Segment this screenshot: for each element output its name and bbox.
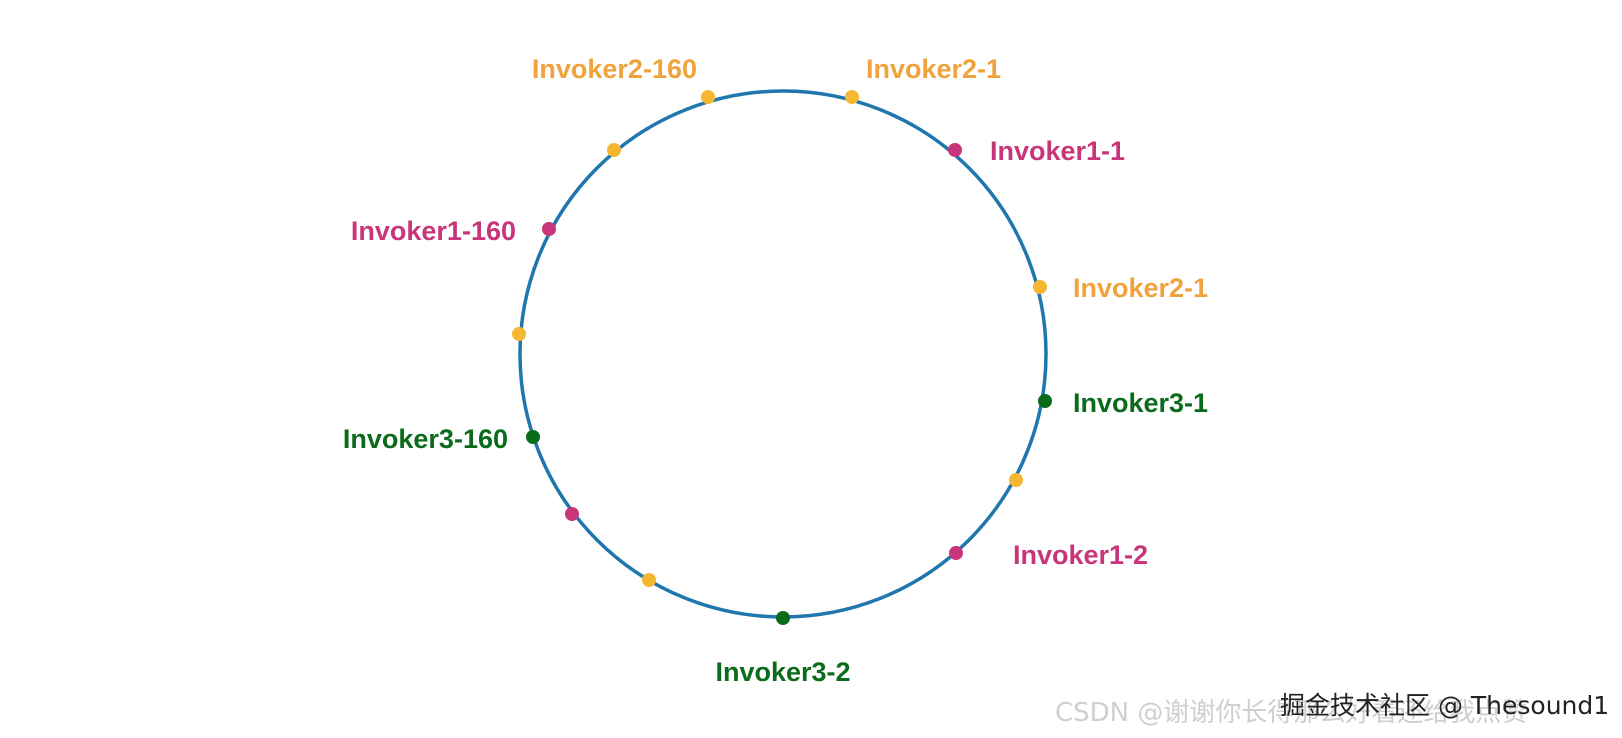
ring-node-label: Invoker1-2	[1013, 540, 1148, 570]
csdn-watermark: CSDN @谢谢你长得那么好看还给我点赞	[1055, 698, 1528, 728]
ring-node-label: Invoker1-1	[990, 136, 1125, 166]
ring-node-label: Invoker2-1	[1073, 273, 1208, 303]
ring-node-dot	[1033, 280, 1047, 294]
ring-node-dot	[701, 90, 715, 104]
ring-node-dot	[565, 507, 579, 521]
ring-nodes	[512, 90, 1052, 625]
ring-node-dot	[642, 573, 656, 587]
juejin-watermark: 掘金技术社区 @ Thesound1	[1280, 691, 1610, 720]
ring-node-label: Invoker3-1	[1073, 388, 1208, 418]
ring-node-dot	[512, 327, 526, 341]
ring-node-label: Invoker2-1	[866, 54, 1001, 84]
ring-node-label: Invoker2-160	[532, 54, 697, 84]
ring-node-dot	[542, 222, 556, 236]
ring-node-dot	[948, 143, 962, 157]
ring-node-label: Invoker3-160	[343, 424, 508, 454]
ring-node-dot	[1009, 473, 1023, 487]
ring-node-label: Invoker1-160	[351, 216, 516, 246]
ring-node-label: Invoker3-2	[715, 657, 850, 687]
ring-node-dot	[949, 546, 963, 560]
ring-node-dot	[845, 90, 859, 104]
ring-node-dot	[607, 143, 621, 157]
ring-node-dot	[776, 611, 790, 625]
ring-node-dot	[1038, 394, 1052, 408]
hash-ring-circle	[518, 89, 1048, 619]
ring-node-dot	[526, 430, 540, 444]
